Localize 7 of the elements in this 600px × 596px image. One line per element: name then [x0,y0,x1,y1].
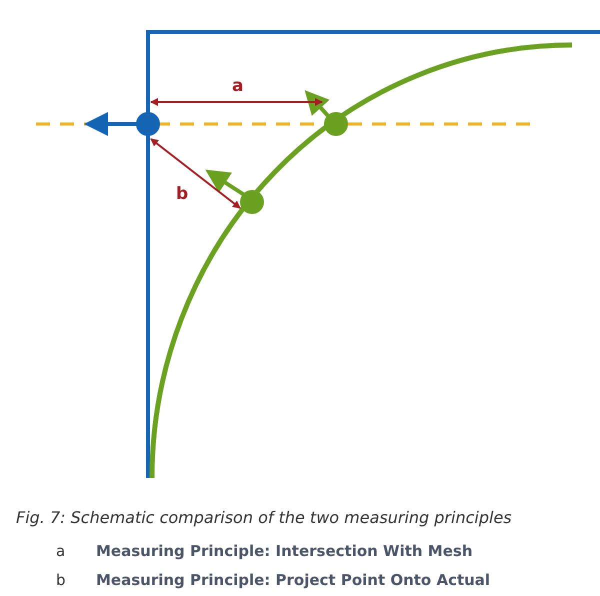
legend-key: b [56,571,66,589]
legend-key: a [56,542,66,560]
dimension-label: b [176,184,188,204]
dimension-label: a [232,76,244,96]
legend-text: Measuring Principle: Project Point Onto Actual [96,571,490,589]
figure-caption: Fig. 7: Schematic comparison of the two measuring principles [16,508,512,527]
legend-text: Measuring Principle: Intersection With Mesh [96,542,473,560]
